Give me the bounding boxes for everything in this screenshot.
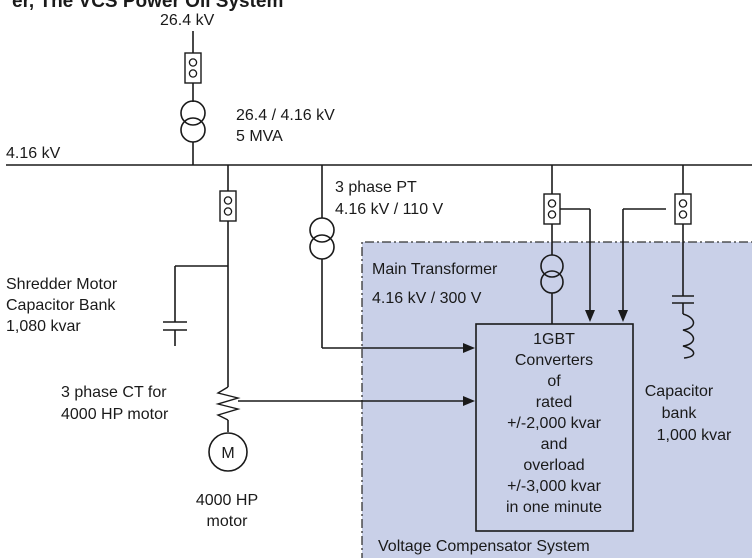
ct-label-line1: 3 phase CT for [61, 384, 167, 401]
main-transformer-icon [180, 100, 206, 143]
bus-voltage-label: 4.16 kV [6, 145, 61, 162]
source-voltage-label: 26.4 kV [160, 12, 215, 29]
pt-transformer-icon [309, 217, 335, 260]
converter-line-8: +/-3,000 kvar [507, 478, 602, 495]
vcs-panel [361, 241, 752, 558]
ct-zigzag-icon [215, 386, 241, 421]
shredder-cap-label-line3: 1,080 kvar [6, 318, 81, 335]
cap-bank-fuse-icon [674, 193, 692, 225]
source-fuse-icon [184, 52, 202, 84]
cap-bank-reactor-icon [682, 313, 695, 359]
cap-bank-capacitor-icon [672, 295, 694, 314]
pt-label-line1: 3 phase PT [335, 179, 417, 196]
converter-line-9: in one minute [506, 499, 602, 516]
cap-bank-label-line3: 1,000 kvar [657, 427, 732, 444]
converter-line-4: rated [536, 394, 572, 411]
motor-icon [208, 432, 248, 472]
shredder-capacitor-icon [163, 321, 187, 346]
cap-bank-label-line2: bank [662, 405, 698, 422]
converter-line-5: +/-2,000 kvar [507, 415, 602, 432]
pt-signal-arrowhead-icon [463, 343, 475, 353]
motor-label-line1: 4000 HP [196, 492, 258, 509]
main-transformer-ratio: 26.4 / 4.16 kV [236, 107, 335, 124]
vcs-title: Voltage Compensator System [378, 538, 590, 555]
ct-signal-arrowhead-icon [463, 396, 475, 406]
vcs-transformer-name: Main Transformer [372, 261, 498, 278]
converter-line-3: of [547, 373, 561, 390]
motor-label-line2: motor [207, 513, 249, 530]
motor-feeder-fuse-icon [219, 190, 237, 222]
shredder-cap-label-line2: Capacitor Bank [6, 297, 116, 314]
vcs-panel-fill [362, 242, 752, 558]
main-transformer-rating: 5 MVA [236, 128, 283, 145]
fuse-signal-arrowhead-icon [585, 310, 595, 322]
converter-line-6: and [541, 436, 568, 453]
pt-label-line2: 4.16 kV / 110 V [335, 201, 444, 218]
cap-signal-arrowhead-icon [618, 310, 628, 322]
cap-bank-label-line1: Capacitor [645, 383, 714, 400]
converter-line-7: overload [523, 457, 584, 474]
vcs-feeder-fuse-icon [543, 193, 561, 225]
shredder-cap-label-line1: Shredder Motor [6, 276, 118, 293]
converter-line-2: Converters [515, 352, 593, 369]
ct-label-line2: 4000 HP motor [61, 406, 169, 423]
motor-symbol: M [221, 445, 234, 462]
vcs-transformer-ratio: 4.16 kV / 300 V [372, 290, 482, 307]
converter-box [475, 323, 634, 532]
converter-line-1: 1GBT [533, 331, 575, 348]
title-fragment: er, The VCS Power Oil System [12, 0, 283, 12]
